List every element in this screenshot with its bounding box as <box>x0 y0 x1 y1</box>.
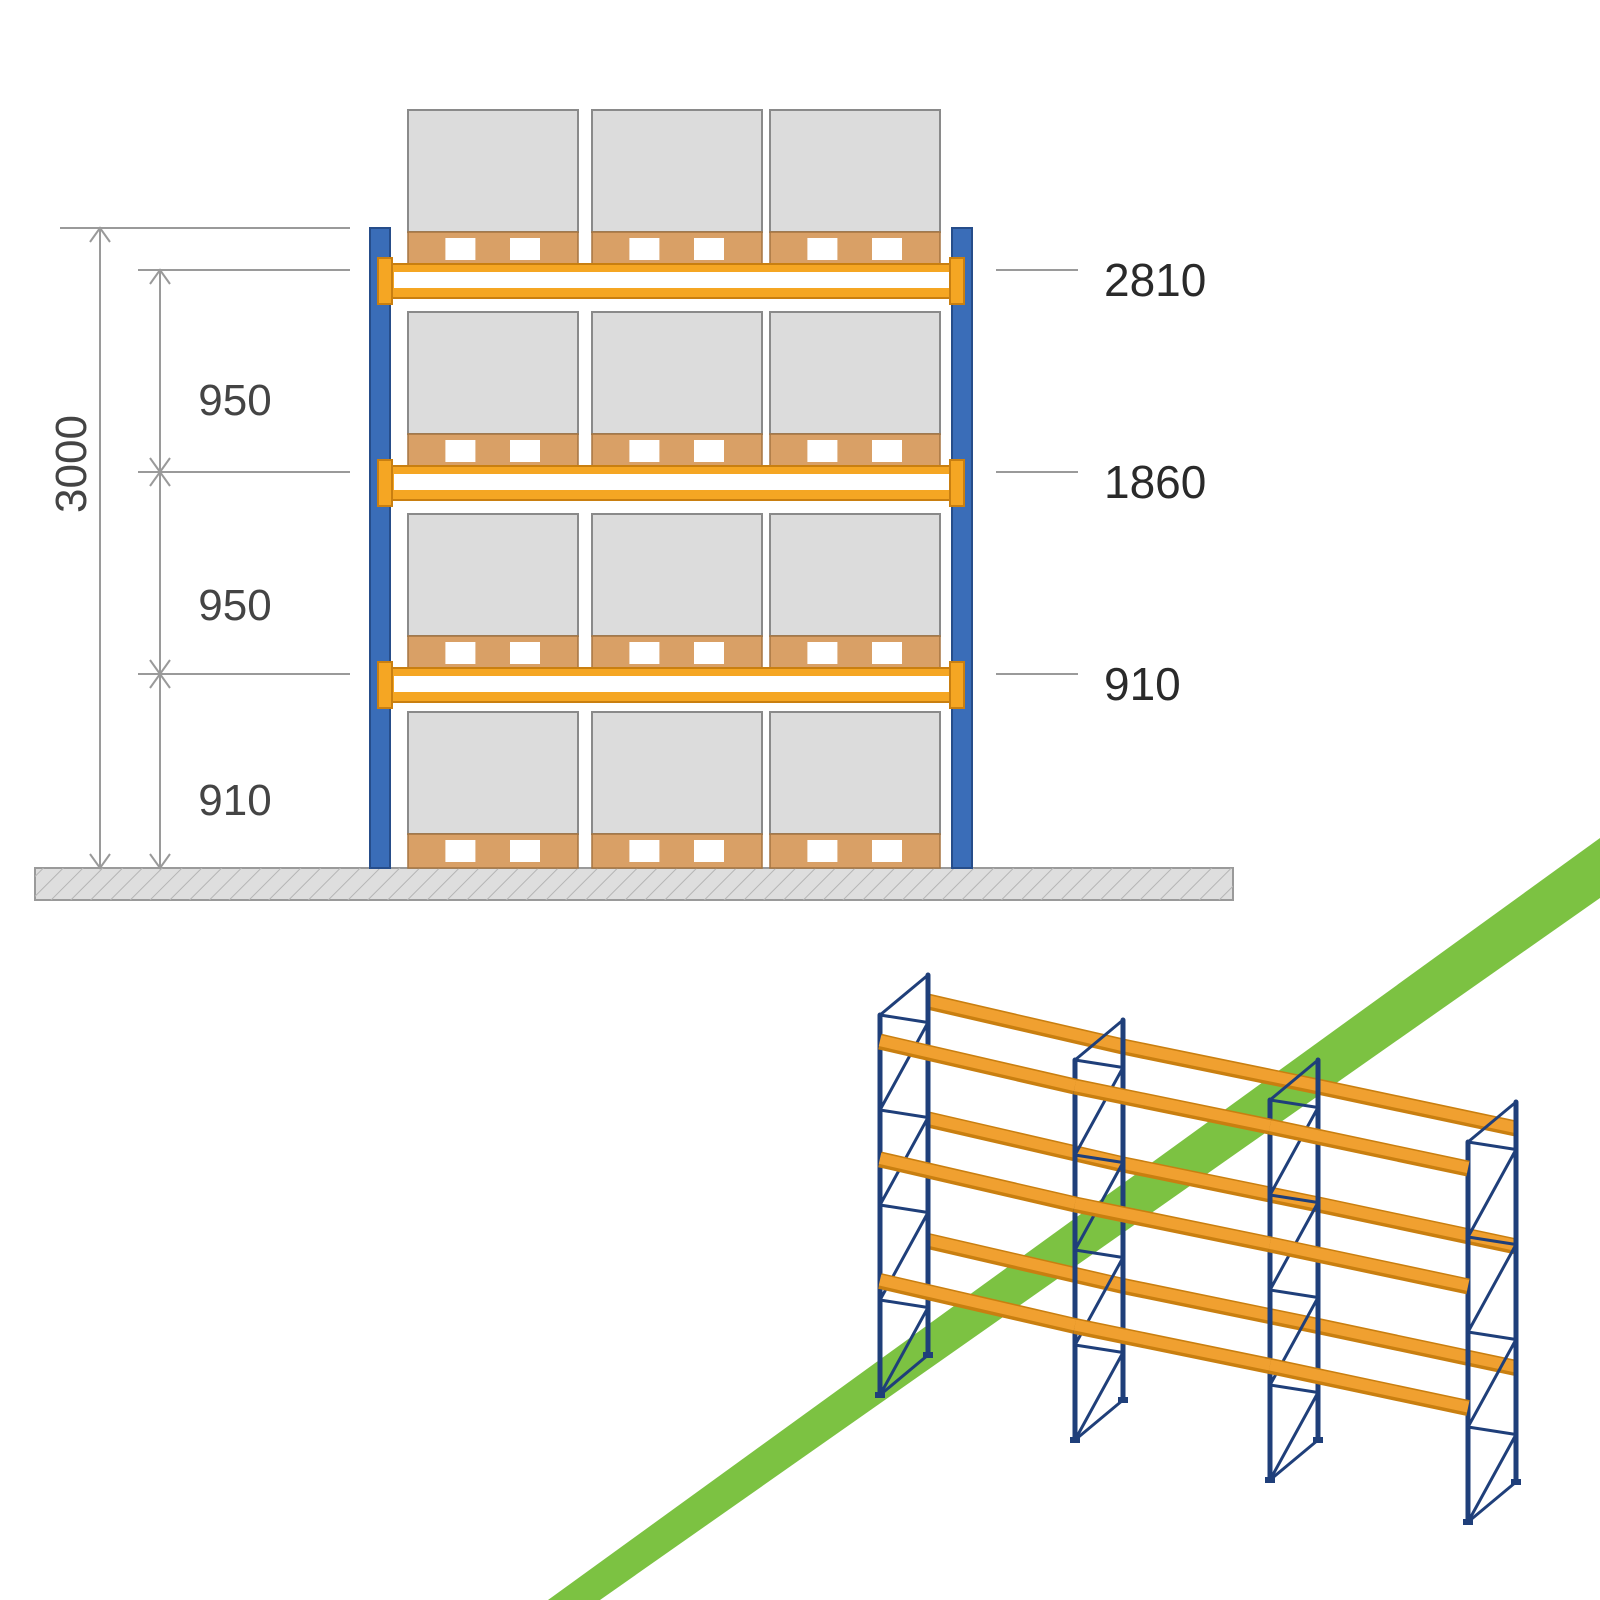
iso-load-beam <box>878 1273 1077 1334</box>
upright-right <box>951 227 973 869</box>
iso-load-beam <box>1073 1078 1272 1135</box>
pallet-load-box <box>591 311 763 435</box>
wooden-pallet <box>769 231 941 267</box>
iso-load-beam <box>926 993 1125 1055</box>
wooden-pallet <box>591 833 763 869</box>
pallet-load-box <box>591 109 763 233</box>
pallet-load-box <box>769 109 941 233</box>
level-label-bottom: 910 <box>1104 658 1181 710</box>
load-beam <box>377 257 965 305</box>
upright-left <box>369 227 391 869</box>
pallet-load-box <box>591 513 763 637</box>
iso-load-beam <box>1121 1038 1320 1095</box>
rack-isometric-view <box>875 972 1521 1525</box>
level-label-middle: 1860 <box>1104 456 1206 508</box>
iso-load-beam <box>1121 1278 1320 1334</box>
wooden-pallet <box>769 433 941 469</box>
spacing-label-middle: 950 <box>198 581 271 630</box>
iso-load-beam <box>878 1151 1077 1213</box>
pallet-load-box <box>407 711 579 835</box>
iso-load-beam <box>1268 1358 1470 1416</box>
level-label-top: 2810 <box>1104 254 1206 306</box>
iso-front-beams <box>878 1033 1470 1416</box>
storage-level <box>407 711 941 869</box>
load-beam <box>377 459 965 507</box>
spacing-label-bottom: 910 <box>198 776 271 825</box>
pallet-load-box <box>407 513 579 637</box>
pallet-load-box <box>769 513 941 637</box>
iso-load-beam <box>1316 1318 1518 1376</box>
pallet-load-box <box>591 711 763 835</box>
wooden-pallet <box>407 833 579 869</box>
storage-level <box>407 311 941 469</box>
iso-load-beam <box>1268 1236 1470 1295</box>
pallet-load-box <box>407 109 579 233</box>
iso-load-beam <box>1316 1078 1518 1137</box>
total-height-label: 3000 <box>47 415 96 513</box>
floor <box>34 867 1234 901</box>
dimension-lines-left <box>60 226 350 870</box>
wooden-pallet <box>407 635 579 671</box>
pallet-load-box <box>407 311 579 435</box>
iso-load-beam <box>926 1233 1125 1294</box>
pallet-load-box <box>769 311 941 435</box>
wooden-pallet <box>591 433 763 469</box>
wooden-pallet <box>769 635 941 671</box>
rack-elevation-view: 3000 950 950 910 2810 1860 910 <box>34 109 1234 901</box>
wooden-pallet <box>591 231 763 267</box>
wooden-pallet <box>407 231 579 267</box>
iso-load-beam <box>878 1033 1077 1095</box>
iso-upright-frame <box>1463 1099 1521 1525</box>
storage-level <box>407 513 941 671</box>
dimension-lines-right <box>996 269 1078 675</box>
iso-load-beam <box>1073 1318 1272 1374</box>
iso-load-beam <box>1073 1196 1272 1253</box>
load-beam <box>377 661 965 709</box>
pallet-levels <box>407 109 941 869</box>
spacing-label-top: 950 <box>198 376 271 425</box>
wooden-pallet <box>769 833 941 869</box>
beams <box>377 257 965 709</box>
wooden-pallet <box>407 433 579 469</box>
pallet-load-box <box>769 711 941 835</box>
iso-load-beam <box>1268 1118 1470 1177</box>
wooden-pallet <box>591 635 763 671</box>
storage-level <box>407 109 941 267</box>
